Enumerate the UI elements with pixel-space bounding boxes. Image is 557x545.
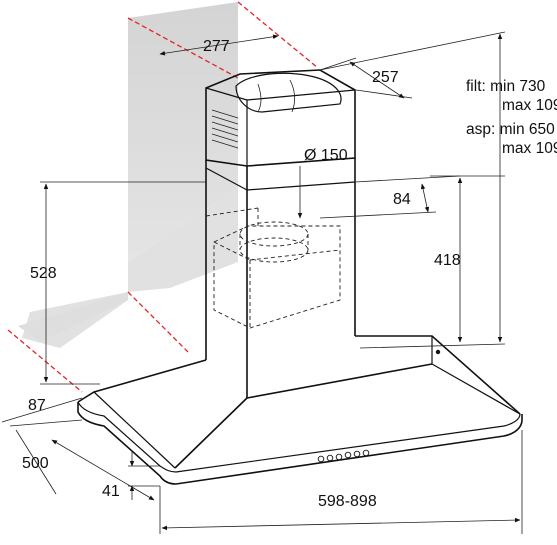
control-buttons: [317, 449, 370, 463]
dim-528: 528: [30, 181, 206, 385]
dim-500: 500: [9, 419, 155, 501]
spec-asp-min: asp: min 650: [466, 121, 555, 138]
dim-41-label: 41: [102, 483, 120, 500]
dim-diameter-label: Ø 150: [304, 147, 348, 164]
dim-500-label: 500: [22, 455, 49, 472]
spec-filt-min: filt: min 730: [466, 78, 546, 95]
dim-41: 41: [102, 452, 160, 500]
dim-598-898-label: 598-898: [318, 493, 377, 510]
dim-418-label: 418: [434, 252, 461, 269]
dim-87-label: 87: [28, 397, 46, 414]
dim-diameter: Ø 150: [297, 147, 348, 219]
chimney-upper: [205, 69, 356, 167]
spec-asp-max: max 1090: [502, 140, 557, 157]
vent-grille: [211, 109, 239, 149]
chimney-lower: [205, 158, 356, 398]
dim-277: 277: [159, 34, 279, 56]
dim-87: 87: [1, 397, 83, 423]
hood-canopy: [77, 335, 523, 485]
spec-filt-max: max 1090: [502, 97, 557, 114]
dim-418: 418: [430, 175, 505, 343]
dim-overall-height: [319, 31, 506, 349]
dim-598-898: 598-898: [159, 430, 523, 534]
hidden-motor-box: [205, 207, 341, 329]
dim-257-label: 257: [372, 69, 399, 86]
dim-84-label: 84: [393, 191, 411, 208]
wall: [18, 2, 238, 348]
dim-528-label: 528: [30, 265, 57, 282]
dim-84: 84: [319, 175, 461, 219]
dim-277-label: 277: [203, 38, 230, 55]
dim-257: 257: [319, 57, 413, 99]
height-spec-list: filt: min 730 max 1090 asp: min 650 max …: [466, 78, 557, 157]
